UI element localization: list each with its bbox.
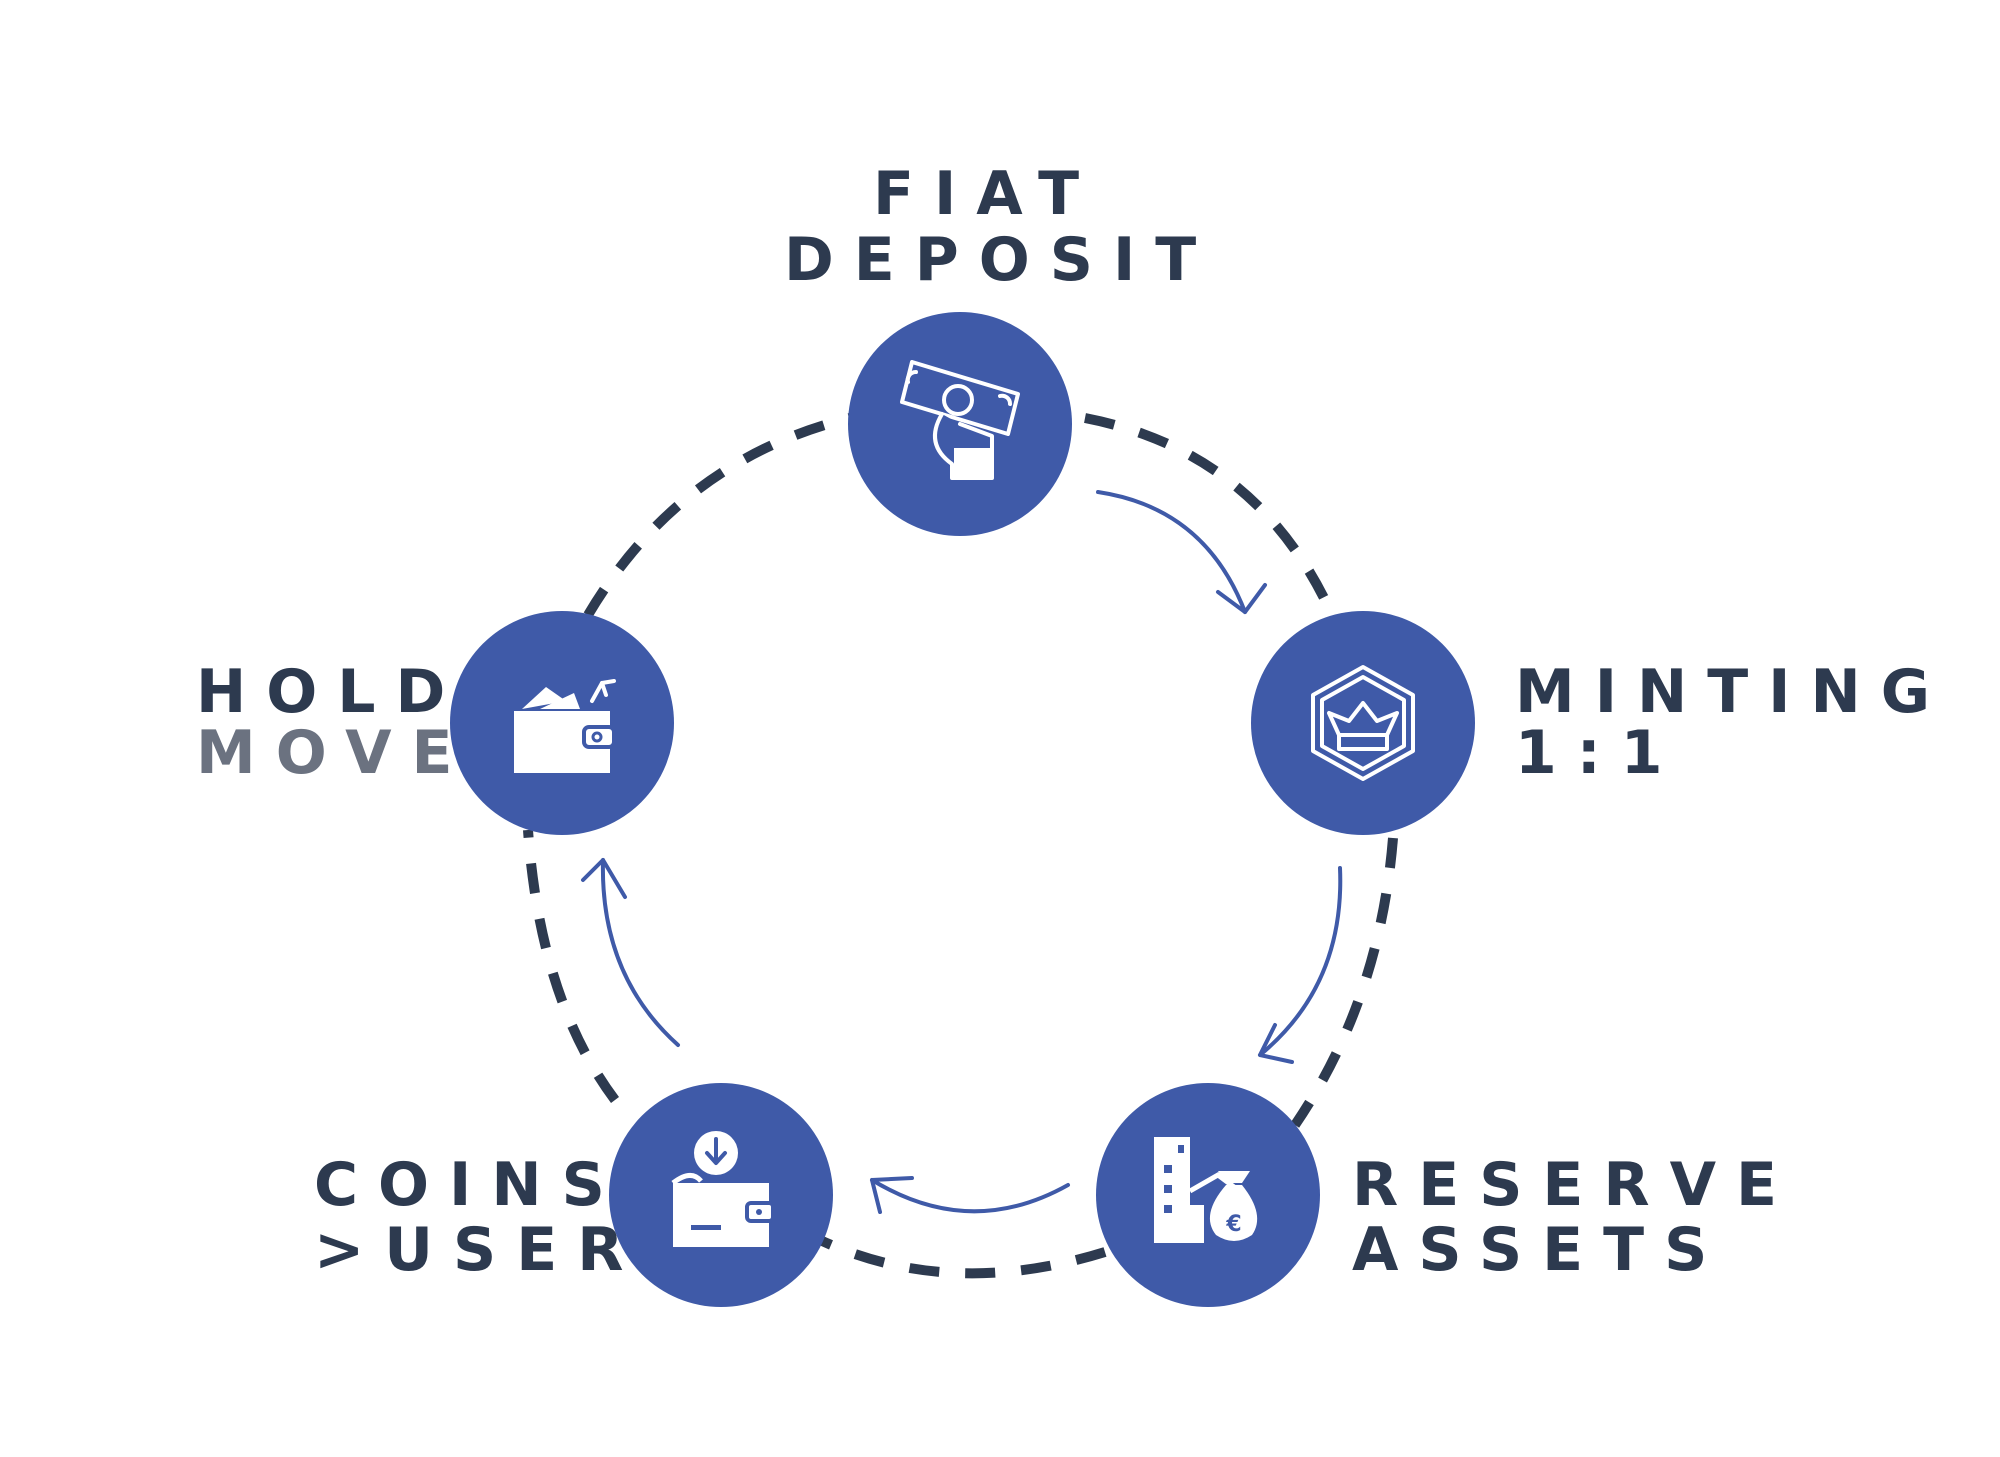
dash-segment-hold-to-fiat (583, 413, 852, 618)
label-fiat-deposit-line1: FIAT (873, 159, 1099, 229)
wallet-send-icon (514, 679, 616, 773)
step-nodes (450, 312, 1475, 1307)
dash-segment-reserve-to-coins (817, 1235, 1107, 1279)
cash-hand-icon (900, 360, 1020, 480)
dash-segment-fiat-to-minting (1084, 413, 1330, 603)
arrow-minting-to-reserve (1258, 866, 1343, 1064)
node-minting (1251, 611, 1475, 835)
label-coins-user: COINS >USER (314, 1150, 643, 1285)
label-coins-user-line1: COINS (314, 1150, 625, 1220)
svg-text:€: € (1225, 1212, 1241, 1237)
arrow-coins-to-hold (581, 858, 680, 1047)
node-reserve-assets (1096, 1083, 1320, 1307)
label-reserve-assets-line1: RESERVE (1352, 1150, 1797, 1220)
label-fiat-deposit: FIAT DEPOSIT (784, 159, 1216, 295)
wallet-download-icon (671, 1131, 775, 1247)
arrow-reserve-to-coins (870, 1176, 1070, 1214)
dashed-cycle-path (523, 413, 1398, 1279)
label-fiat-deposit-line2: DEPOSIT (784, 225, 1216, 295)
label-hold-move-line2: MOVE (196, 718, 473, 788)
label-hold-move: HOLD MOVE (196, 657, 473, 788)
label-minting-line1: MINTING (1515, 657, 1950, 727)
dash-segment-coins-to-hold (523, 829, 620, 1103)
arrow-fiat-to-minting (1096, 490, 1267, 614)
label-coins-user-line2: >USER (314, 1215, 643, 1285)
label-minting: MINTING 1:1 (1515, 657, 1950, 788)
label-reserve-assets: RESERVE ASSETS (1352, 1150, 1797, 1285)
building-moneybag-icon: € (1154, 1137, 1258, 1243)
label-reserve-assets-line2: ASSETS (1352, 1215, 1727, 1285)
flow-arrows (581, 490, 1343, 1214)
label-minting-line2: 1:1 (1515, 718, 1683, 788)
label-hold-move-line1: HOLD (196, 657, 465, 727)
dash-segment-minting-to-reserve (1290, 837, 1398, 1128)
crown-hexagon-icon (1311, 665, 1415, 781)
